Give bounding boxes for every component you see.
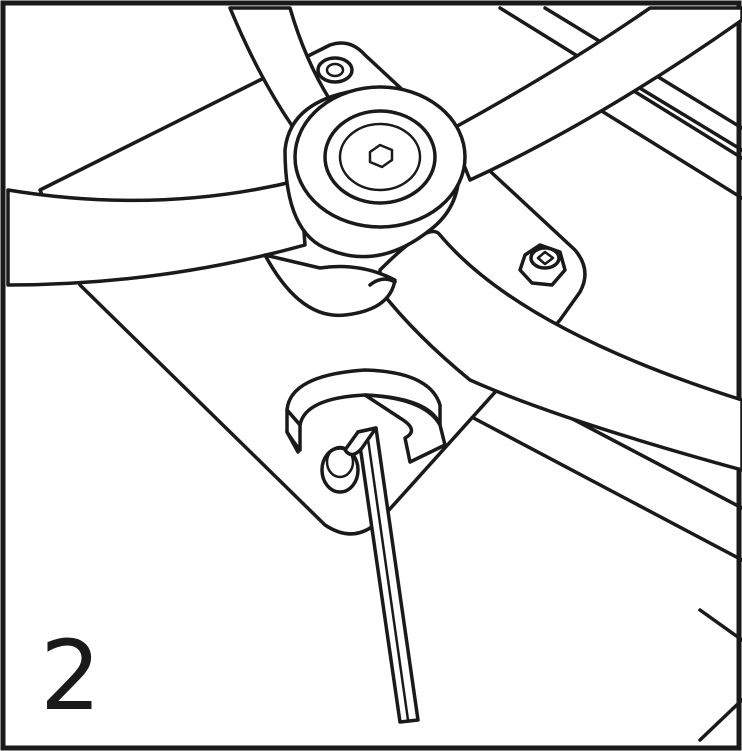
clockwise-rotation-arrow [285, 368, 447, 464]
step-number: 2 [40, 620, 102, 732]
central-bolt [293, 85, 467, 229]
target-bolt [320, 445, 360, 494]
plate-screw-right [518, 243, 567, 287]
hex-key-tool [343, 426, 420, 724]
plate-screw-top [316, 56, 354, 84]
